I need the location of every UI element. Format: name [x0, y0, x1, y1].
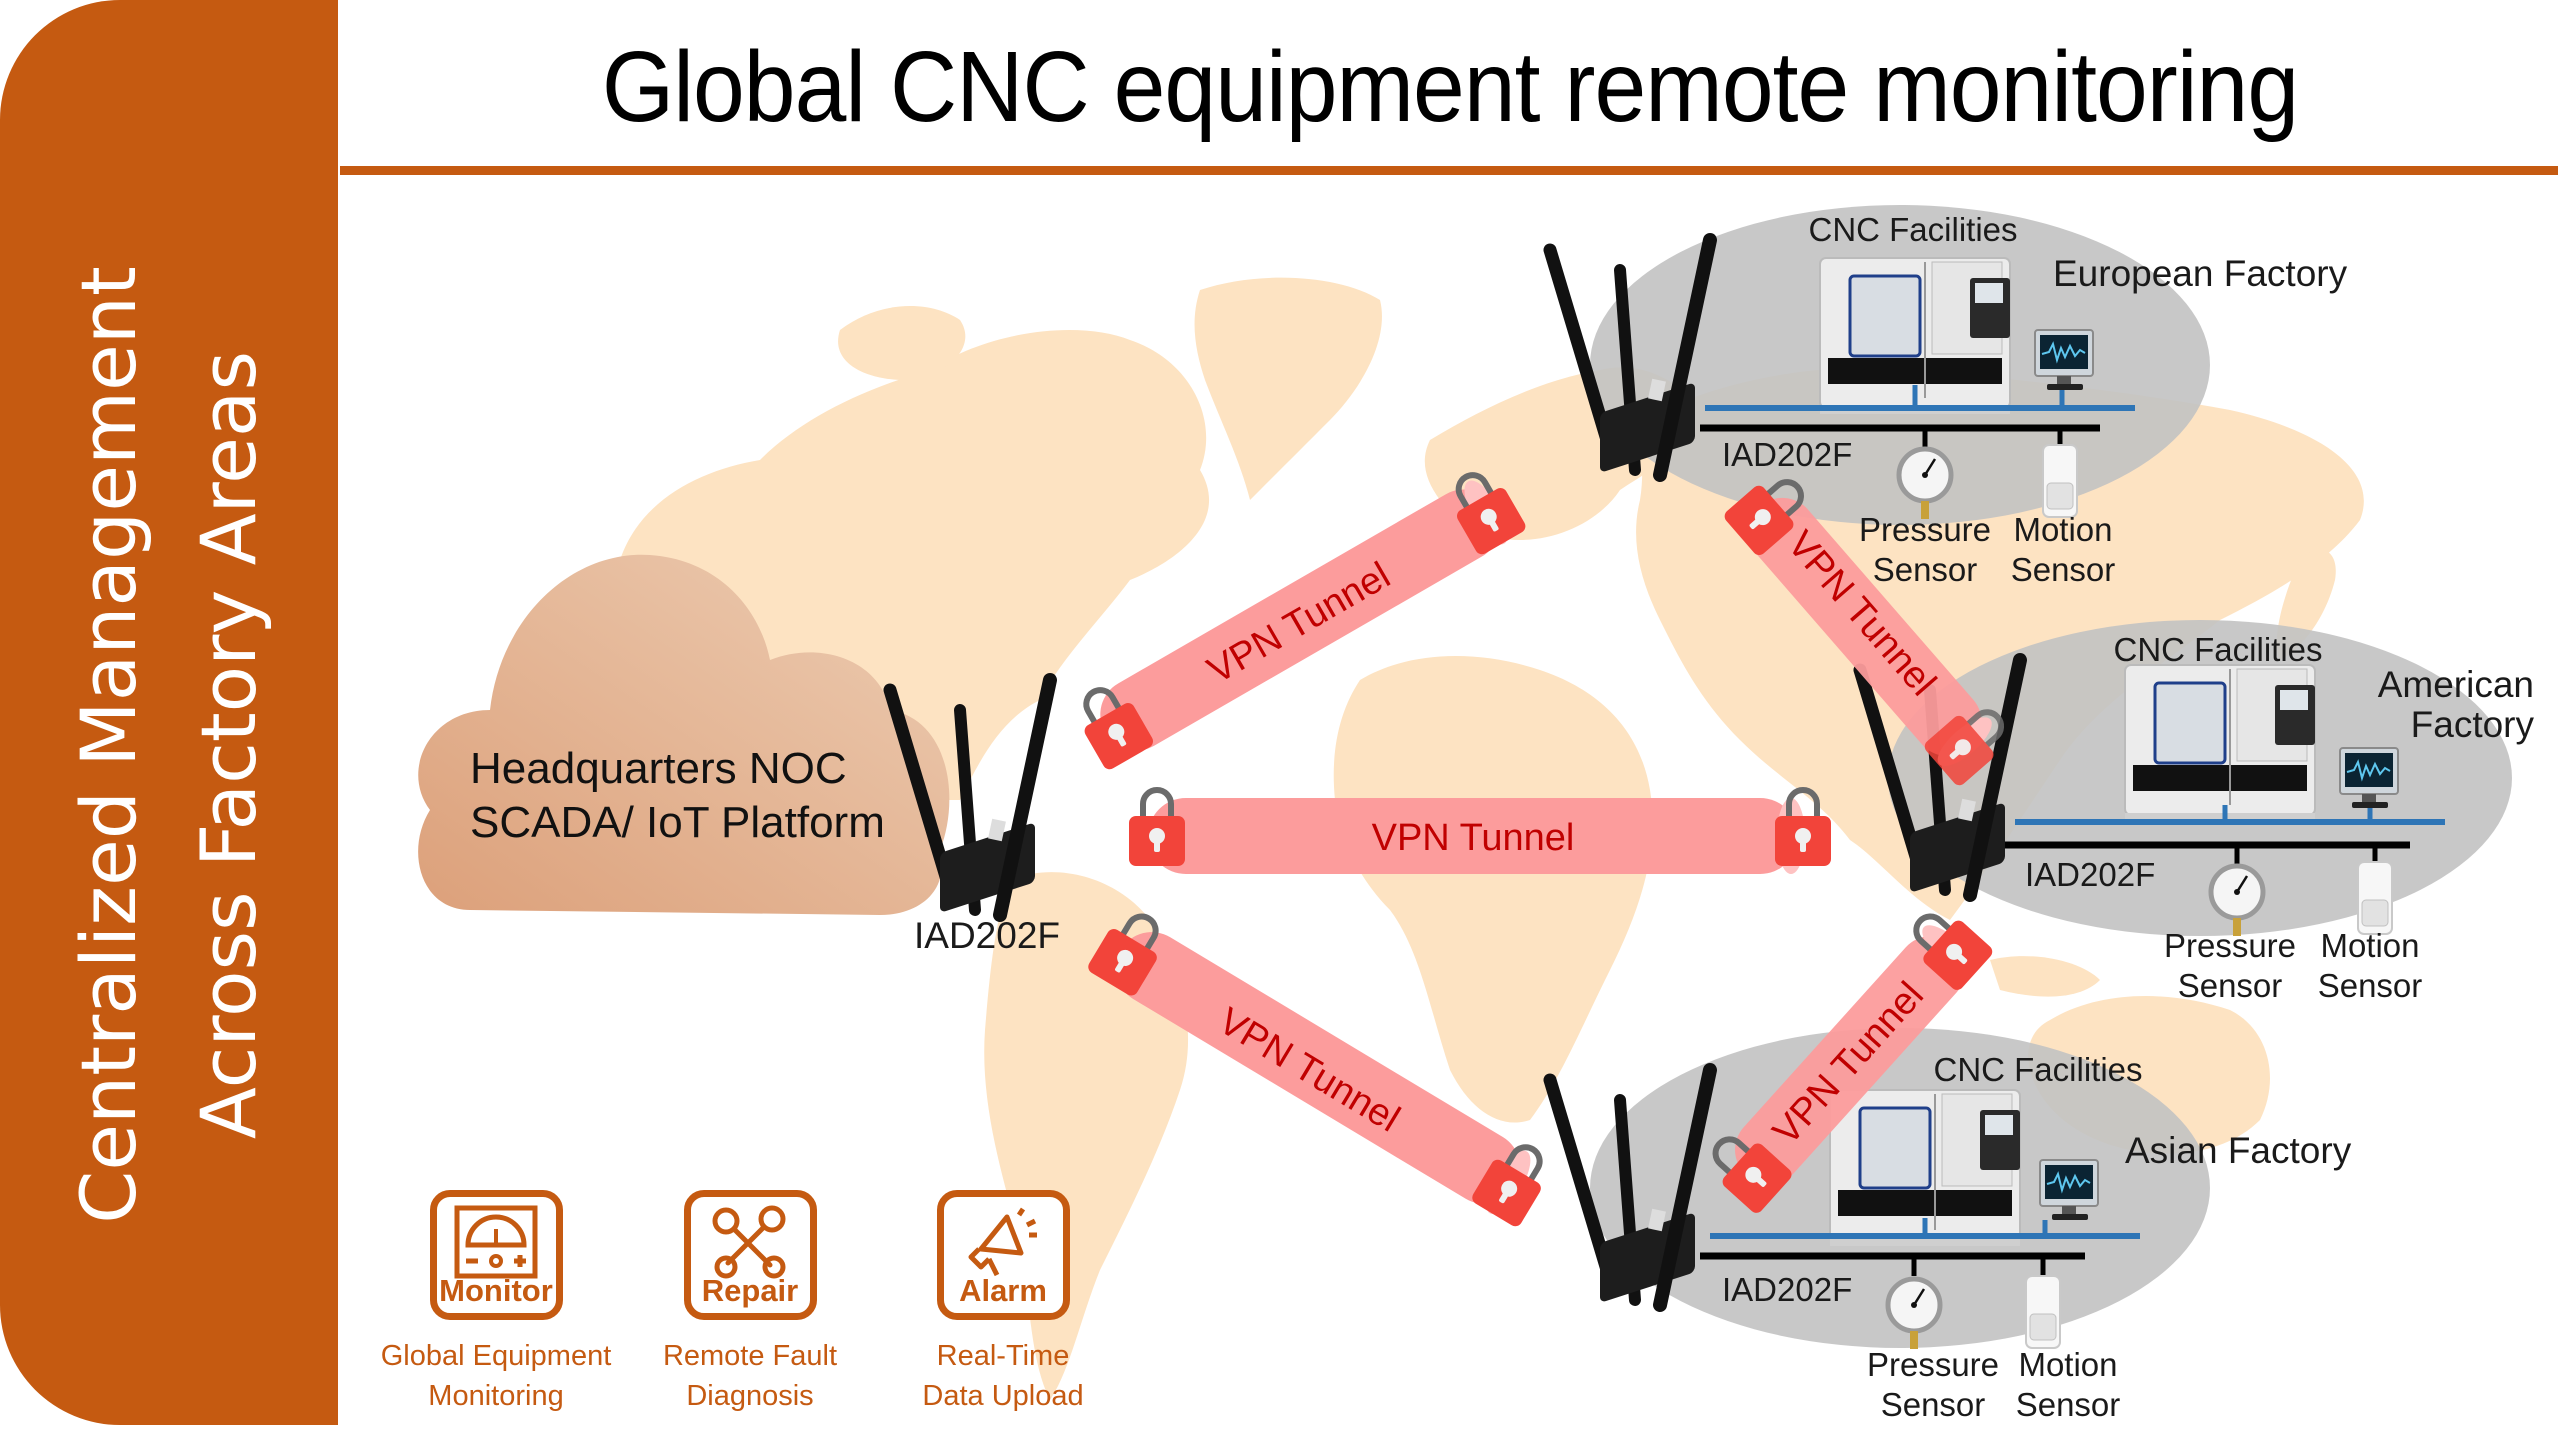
- asia-pressure-sensor-label: Pressure Sensor: [1866, 1346, 2000, 1423]
- page-title: Global CNC equipment remote monitoring: [601, 31, 2299, 143]
- repair-feature-icon-box: Repair: [683, 1190, 817, 1320]
- headquarters-label-line1: Headquarters NOC: [470, 744, 847, 793]
- feature-monitor: Monitor Global Equipment Monitoring: [376, 1190, 616, 1416]
- feature-caption: Global Equipment Monitoring: [380, 1340, 612, 1412]
- europe-pressure-sensor-label: Pressure Sensor: [1858, 511, 1992, 588]
- map-africa: [1333, 656, 1653, 1123]
- american-factory-equipment: [2005, 663, 2445, 936]
- asia-factory-name: Asian Factory: [2125, 1130, 2352, 1171]
- european-factory-equipment: [1700, 256, 2135, 519]
- europe-factory-name: European Factory: [2053, 253, 2348, 294]
- america-pressure-sensor-label: Pressure Sensor: [2163, 927, 2297, 1004]
- alarm-feature-icon-box: Alarm: [936, 1190, 1070, 1320]
- motion-sensor-icon: [2042, 444, 2078, 518]
- america-facilities-label: CNC Facilities: [2113, 631, 2323, 668]
- feature-name: Monitor: [439, 1273, 553, 1308]
- europe-motion-sensor-label: Motion Sensor: [2010, 511, 2116, 588]
- megaphone-icon: [968, 1207, 1037, 1277]
- title-divider: [340, 166, 2558, 175]
- map-canadian-islands: [838, 306, 966, 380]
- vpn-tunnel-label: VPN Tunnel: [1372, 817, 1575, 859]
- vpn-tunnel-hq-europe: [1069, 463, 1528, 773]
- headquarters-label: Headquarters NOC SCADA/ IoT Platform: [470, 742, 885, 850]
- map-se-asia-islands: [1990, 956, 2100, 997]
- america-motion-sensor-label: Motion Sensor: [2317, 927, 2423, 1004]
- feature-alarm: Alarm Real-Time Data Upload: [883, 1190, 1123, 1416]
- europe-facilities-label: CNC Facilities: [1808, 211, 2018, 248]
- map-greenland: [1194, 277, 1382, 500]
- hq-router-label: IAD202F: [914, 915, 1061, 956]
- motion-sensor-icon: [2357, 861, 2393, 935]
- headquarters-cloud: [418, 554, 950, 915]
- vpn-tunnel-hq-america: [1129, 790, 1831, 874]
- map-north-america: [617, 330, 1210, 800]
- motion-sensor-icon: [2025, 1275, 2061, 1349]
- feature-name: Alarm: [959, 1273, 1047, 1308]
- feature-caption: Remote Fault Diagnosis: [662, 1340, 838, 1412]
- europe-router-label: IAD202F: [1722, 436, 1853, 473]
- vpn-tunnel-america-asia: [1700, 900, 1995, 1215]
- feature-name: Repair: [701, 1273, 799, 1308]
- wrench-tools-icon: [712, 1205, 786, 1279]
- asian-factory-equipment: [1700, 1088, 2140, 1349]
- cnc-machine-icon: [2123, 663, 2317, 823]
- asia-motion-sensor-label: Motion Sensor: [2015, 1346, 2121, 1423]
- vpn-tunnel-europe-america: [1722, 466, 2016, 788]
- feature-caption: Real-Time Data Upload: [922, 1340, 1084, 1412]
- asia-facilities-label: CNC Facilities: [1933, 1051, 2143, 1088]
- america-factory-name: American Factory: [2377, 664, 2534, 745]
- feature-repair: Repair Remote Fault Diagnosis: [630, 1190, 870, 1416]
- asia-router-label: IAD202F: [1722, 1271, 1853, 1308]
- headquarters-label-line2: SCADA/ IoT Platform: [470, 798, 885, 847]
- sidebar-panel: Centralized Management Across Factory Ar…: [0, 0, 338, 1425]
- gauge-meter-icon: [454, 1205, 538, 1279]
- vpn-tunnel-hq-asia: [1085, 904, 1557, 1230]
- america-router-label: IAD202F: [2025, 856, 2156, 893]
- monitor-feature-icon-box: Monitor: [429, 1190, 563, 1320]
